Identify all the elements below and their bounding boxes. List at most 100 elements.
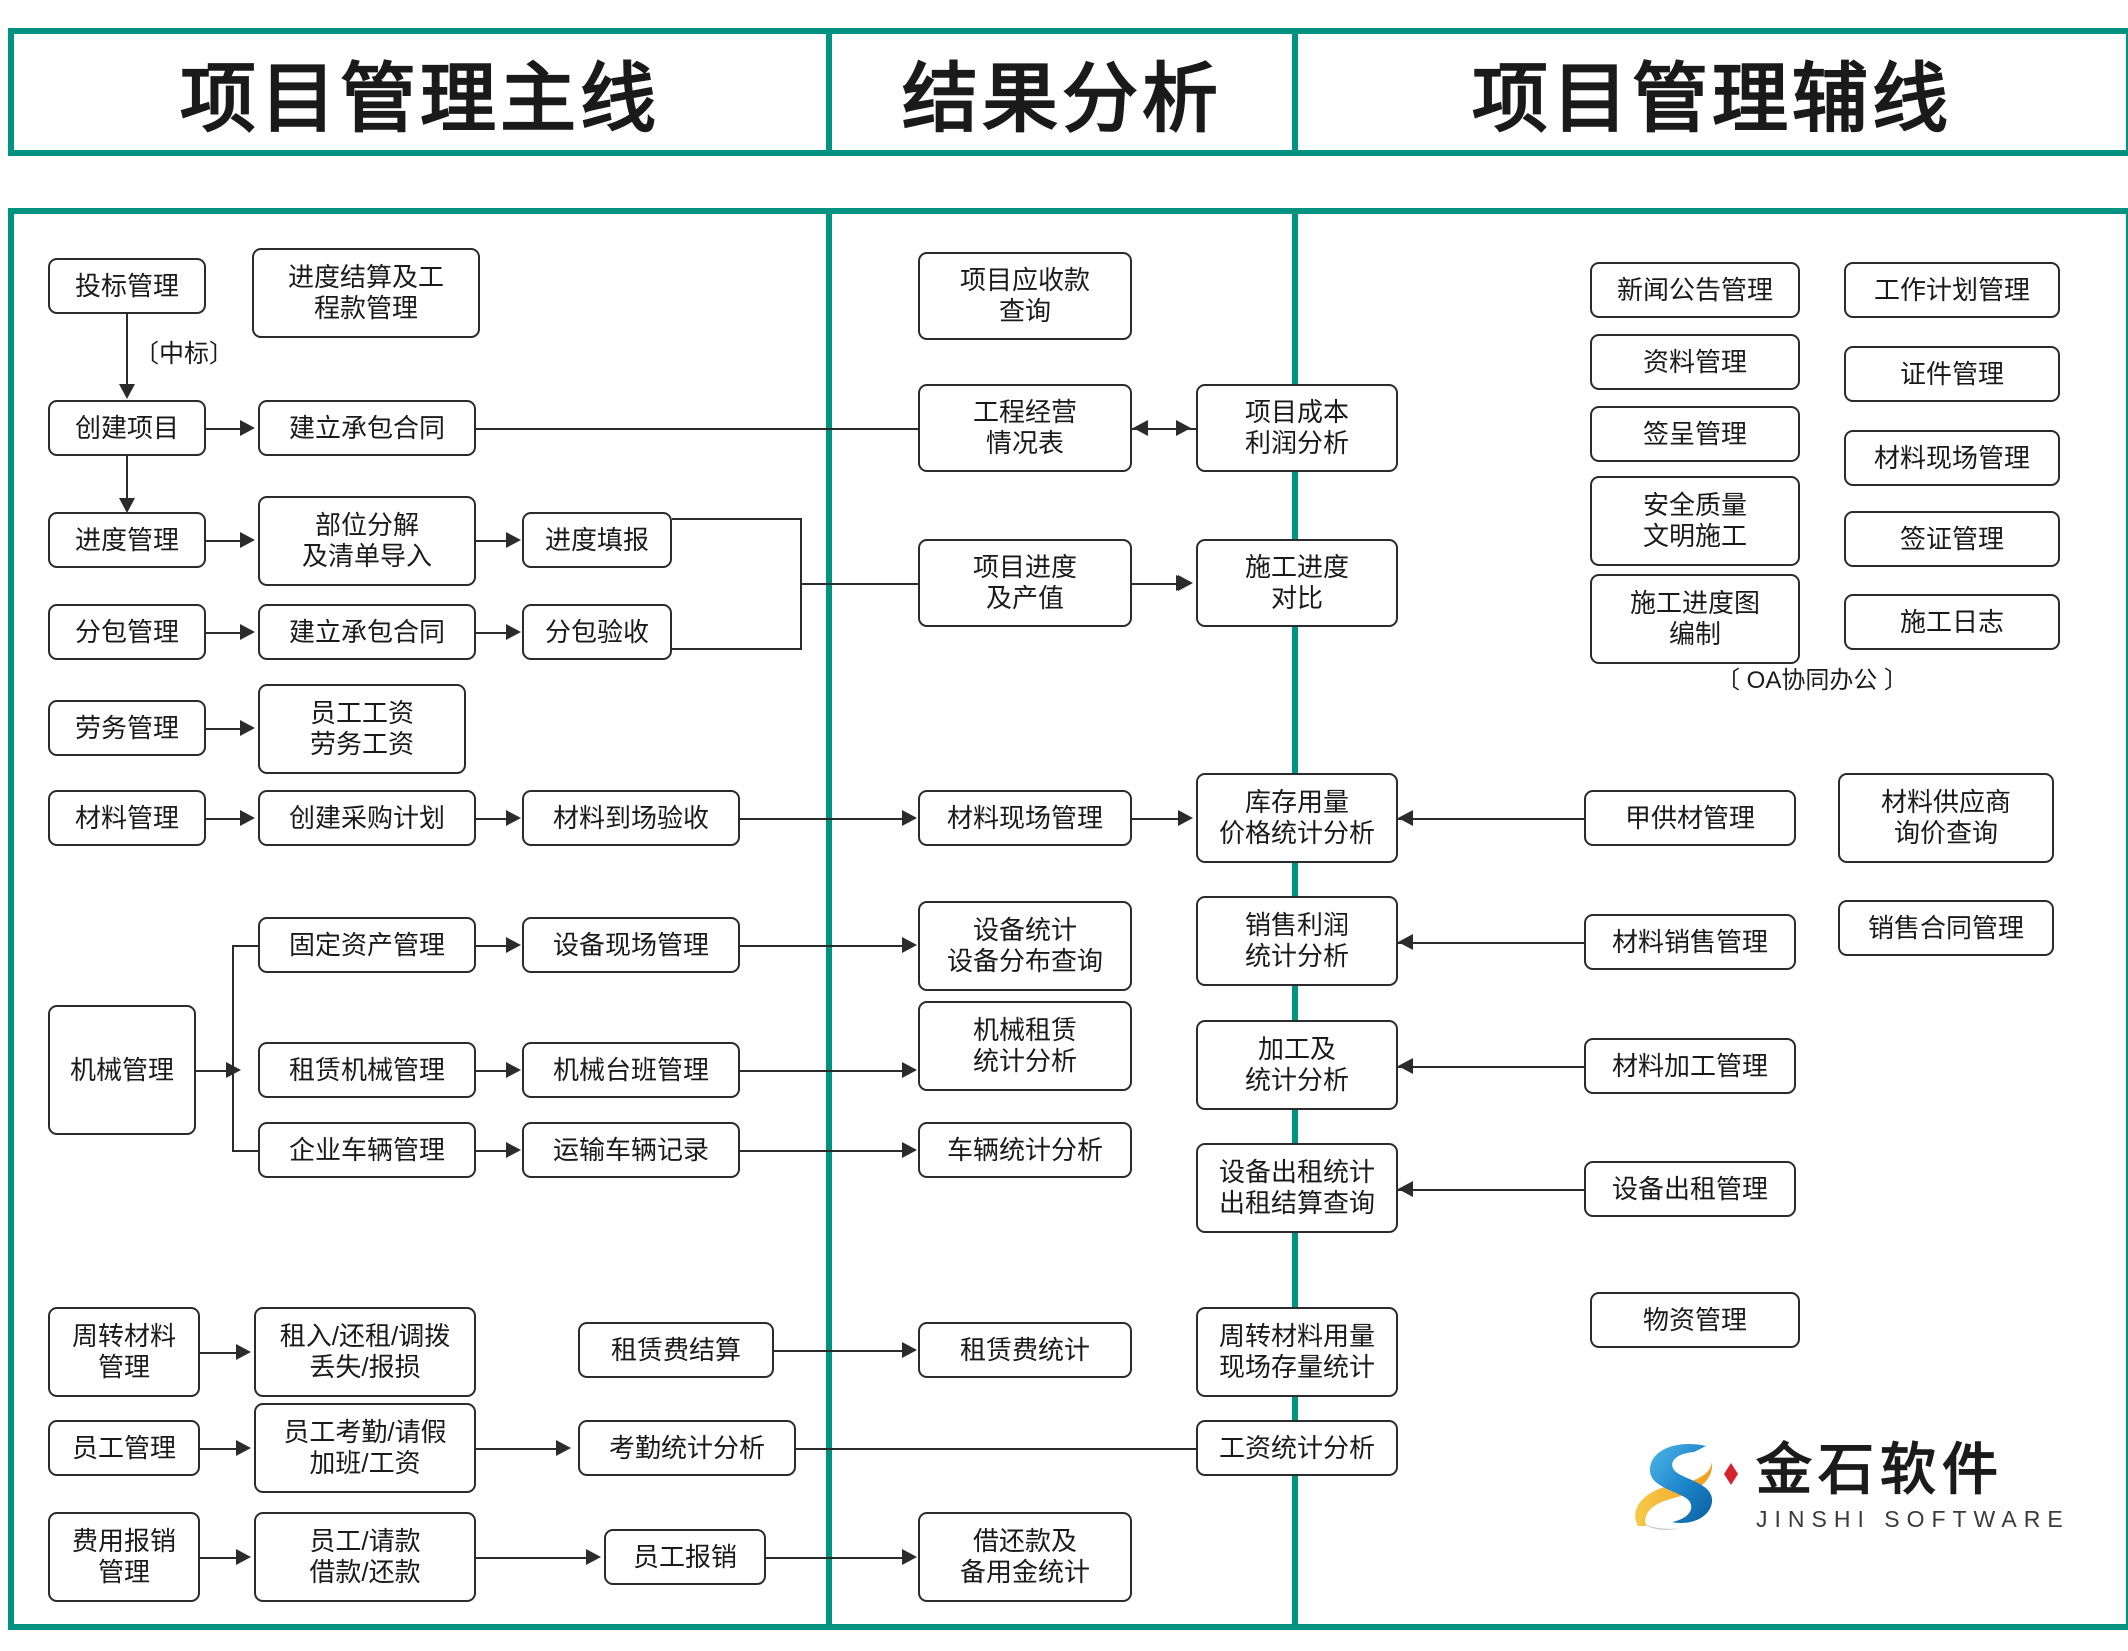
arrow-attendance-attstat [556, 1440, 571, 1456]
node-attendance-stat[interactable]: 考勤统计分析 [578, 1420, 796, 1476]
node-supplies-mgmt[interactable]: 物资管理 [1590, 1292, 1800, 1348]
node-project-receivable-query[interactable]: 项目应收款 查询 [918, 252, 1132, 340]
connector-tender-create [126, 314, 128, 392]
connector-attendance-attstat [476, 1448, 562, 1450]
node-equipment-rent-mgmt[interactable]: 设备出租管理 [1584, 1161, 1796, 1217]
arrow-reimburse-loanstat [902, 1549, 917, 1565]
connector-employee-attendance [200, 1448, 242, 1450]
node-attendance-leave[interactable]: 员工考勤/请假 加班/工资 [254, 1403, 476, 1493]
arrow-matsite-inventory [1178, 810, 1193, 826]
node-process-stat[interactable]: 加工及 统计分析 [1196, 1020, 1398, 1110]
node-subcontract-mgmt[interactable]: 分包管理 [48, 604, 206, 660]
node-expense-reimburse-mgmt[interactable]: 费用报销 管理 [48, 1512, 200, 1602]
connector-part-fill [476, 540, 512, 542]
connector-turnover-rent [200, 1352, 242, 1354]
node-progress-mgmt[interactable]: 进度管理 [48, 512, 206, 568]
node-tender[interactable]: 投标管理 [48, 258, 206, 314]
node-create-project[interactable]: 创建项目 [48, 400, 206, 456]
node-construction-log[interactable]: 施工日志 [1844, 594, 2060, 650]
node-employee-loan[interactable]: 员工/请款 借款/还款 [254, 1512, 476, 1602]
arrow-create-progress [119, 498, 135, 513]
node-news-notice-mgmt[interactable]: 新闻公告管理 [1590, 262, 1800, 318]
node-material-process-mgmt[interactable]: 材料加工管理 [1584, 1038, 1796, 1094]
arrow-matprocess-processstat [1398, 1058, 1413, 1074]
node-progress-fill[interactable]: 进度填报 [522, 512, 672, 568]
node-document-mgmt[interactable]: 资料管理 [1590, 334, 1800, 390]
node-construction-progress-compare[interactable]: 施工进度 对比 [1196, 539, 1398, 627]
node-employee-reimburse[interactable]: 员工报销 [604, 1529, 766, 1585]
node-project-progress-output[interactable]: 项目进度 及产值 [918, 539, 1132, 627]
arrow-purchase-arrival [506, 810, 521, 826]
node-contract-2[interactable]: 建立承包合同 [258, 604, 476, 660]
arrow-transport-vehiclestat [902, 1142, 917, 1158]
connector-machinery-branch-vertical [232, 945, 234, 1150]
arrow-output-compare [1178, 575, 1193, 591]
node-project-cost-profit[interactable]: 项目成本 利润分析 [1196, 384, 1398, 472]
node-sales-contract-mgmt[interactable]: 销售合同管理 [1838, 900, 2054, 956]
node-turnover-material-stat[interactable]: 周转材料用量 现场存量统计 [1196, 1307, 1398, 1397]
node-certificate-mgmt[interactable]: 证件管理 [1844, 346, 2060, 402]
arrow-vehicle-transport [506, 1142, 521, 1158]
node-lease-fee-settlement[interactable]: 租赁费结算 [578, 1322, 774, 1378]
arrow-tender-create [119, 384, 135, 399]
node-company-vehicle-mgmt[interactable]: 企业车辆管理 [258, 1122, 476, 1178]
node-transport-vehicle-record[interactable]: 运输车辆记录 [522, 1122, 740, 1178]
node-contract-1[interactable]: 建立承包合同 [258, 400, 476, 456]
node-equipment-rent-stat[interactable]: 设备出租统计 出租结算查询 [1196, 1143, 1398, 1233]
node-rent-return-transfer[interactable]: 租入/还租/调拨 丢失/报损 [254, 1307, 476, 1397]
connector-machinery-branch-bottom [232, 1150, 260, 1152]
connector-purchase-arrival [476, 818, 512, 820]
node-wage-stat[interactable]: 工资统计分析 [1196, 1420, 1398, 1476]
node-labor-mgmt[interactable]: 劳务管理 [48, 700, 206, 756]
connector-progress-part [206, 540, 246, 542]
node-owner-supplied-material[interactable]: 甲供材管理 [1584, 790, 1796, 846]
header-main-line-title: 项目管理主线 [180, 58, 660, 142]
arrow-leasefee-stat [902, 1342, 917, 1358]
node-signoff-mgmt[interactable]: 签呈管理 [1590, 406, 1800, 462]
node-fixed-asset-mgmt[interactable]: 固定资产管理 [258, 917, 476, 973]
connector-matprocess-processstat [1398, 1066, 1584, 1068]
node-part-decompose[interactable]: 部位分解 及清单导入 [258, 496, 476, 586]
connector-contract1-eng-table [476, 428, 1182, 430]
node-eng-operation-table[interactable]: 工程经营 情况表 [918, 384, 1132, 472]
jinshi-logo-mark [1624, 1434, 1742, 1540]
label-oa-office: 〔 OA协同办公 〕 [1716, 667, 1909, 694]
node-material-site-mgmt-aux[interactable]: 材料现场管理 [1844, 430, 2060, 486]
node-safety-quality[interactable]: 安全质量 文明施工 [1590, 476, 1800, 566]
node-equipment-site-mgmt[interactable]: 设备现场管理 [522, 917, 740, 973]
node-create-purchase-plan[interactable]: 创建采购计划 [258, 790, 476, 846]
node-material-site-mgmt-mid[interactable]: 材料现场管理 [918, 790, 1132, 846]
node-construction-schedule-chart[interactable]: 施工进度图 编制 [1590, 574, 1800, 664]
node-subcontract-accept[interactable]: 分包验收 [522, 604, 672, 660]
node-lease-machinery-mgmt[interactable]: 租赁机械管理 [258, 1042, 476, 1098]
node-work-plan-mgmt[interactable]: 工作计划管理 [1844, 262, 2060, 318]
node-material-mgmt[interactable]: 材料管理 [48, 790, 206, 846]
arrow-equipsite-stat [902, 937, 917, 953]
header-result-analysis-title: 结果分析 [902, 58, 1222, 142]
connector-costprofit-engtable [1148, 428, 1196, 430]
node-material-arrival-check[interactable]: 材料到场验收 [522, 790, 740, 846]
node-machine-shift-mgmt[interactable]: 机械台班管理 [522, 1042, 740, 1098]
node-visa-mgmt[interactable]: 签证管理 [1844, 511, 2060, 567]
node-progress-settlement[interactable]: 进度结算及工 程款管理 [252, 248, 480, 338]
node-equipment-stat-dist[interactable]: 设备统计 设备分布查询 [918, 901, 1132, 991]
node-material-supplier-quote[interactable]: 材料供应商 询价查询 [1838, 773, 2054, 863]
node-loan-reserve-stat[interactable]: 借还款及 备用金统计 [918, 1512, 1132, 1602]
node-machinery-mgmt[interactable]: 机械管理 [48, 1005, 196, 1135]
node-employee-mgmt[interactable]: 员工管理 [48, 1420, 200, 1476]
connector-contract2-accept [476, 632, 512, 634]
connector-create-progress [126, 456, 128, 508]
node-turnover-material-mgmt[interactable]: 周转材料 管理 [48, 1307, 200, 1397]
node-lease-fee-stat[interactable]: 租赁费统计 [918, 1322, 1132, 1378]
arrow-create-contract [240, 420, 255, 436]
node-sales-profit-stat[interactable]: 销售利润 统计分析 [1196, 896, 1398, 986]
node-vehicle-stat[interactable]: 车辆统计分析 [918, 1122, 1132, 1178]
node-material-sales-mgmt[interactable]: 材料销售管理 [1584, 914, 1796, 970]
node-staff-wage[interactable]: 员工工资 劳务工资 [258, 684, 466, 774]
arrow-fixedasset-equipsite [506, 937, 521, 953]
node-machinery-lease-stat[interactable]: 机械租赁 统计分析 [918, 1001, 1132, 1091]
connector-equiprent-rentstat [1398, 1189, 1584, 1191]
node-inventory-price-stat[interactable]: 库存用量 价格统计分析 [1196, 773, 1398, 863]
connector-fixedasset-equipsite [476, 945, 512, 947]
